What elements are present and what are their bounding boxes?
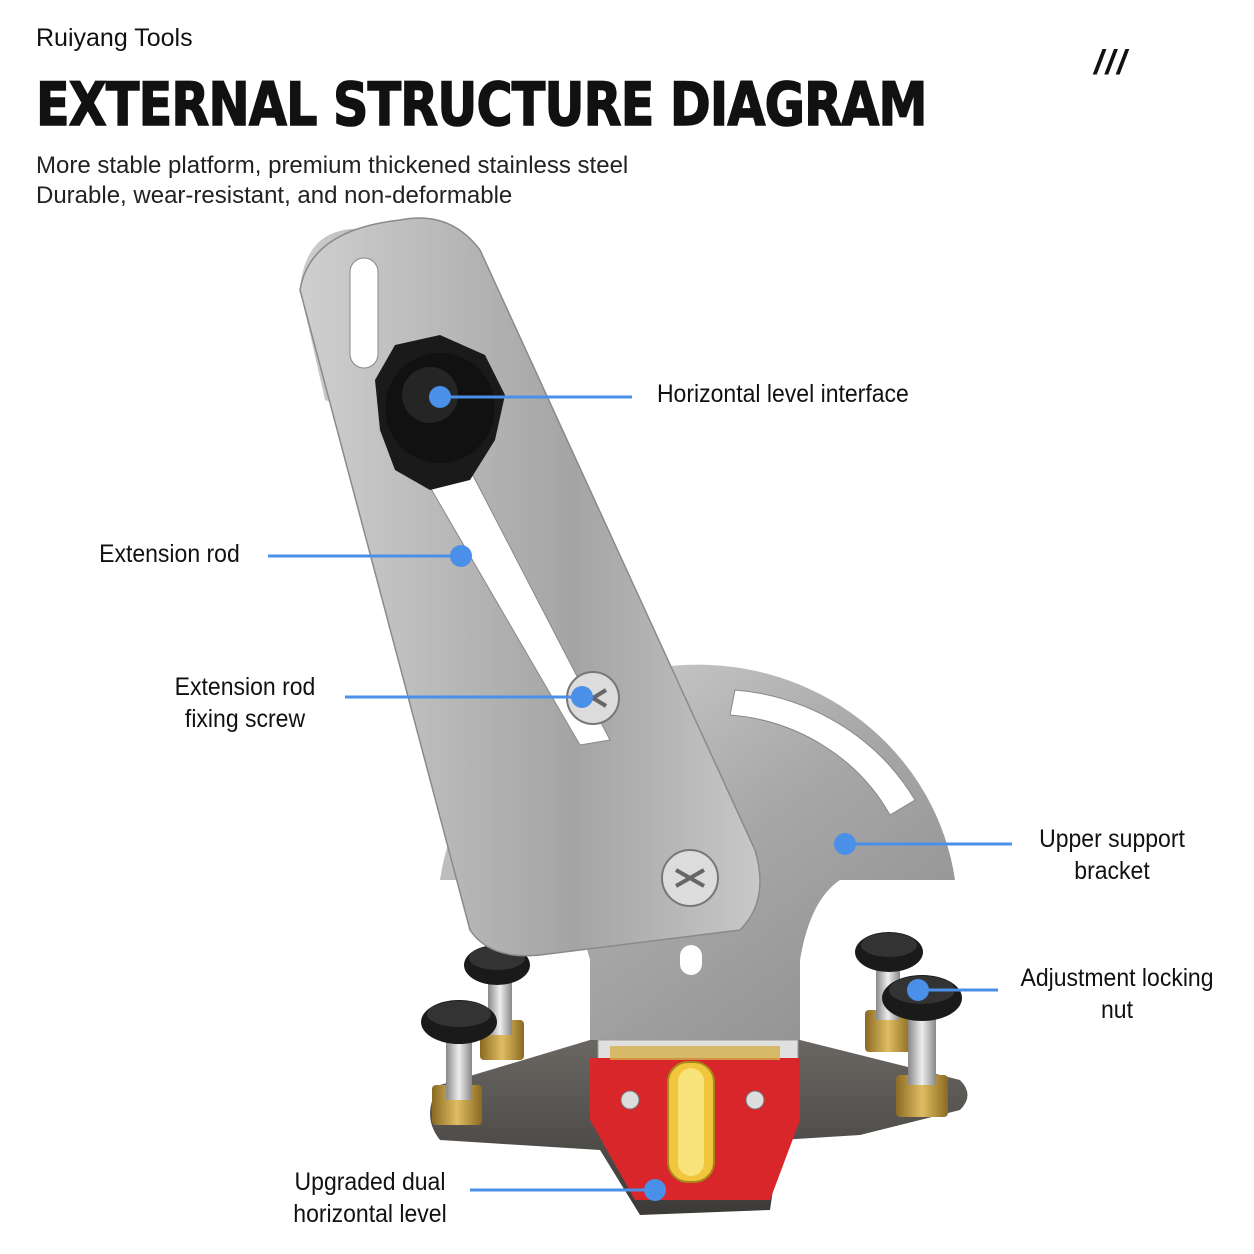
callout-dual-level [470, 1179, 666, 1201]
subtitle-line-2: Durable, wear-resistant, and non-deforma… [36, 182, 513, 209]
label-locking-nut-line2: nut [1101, 996, 1133, 1024]
extension-rod [299, 217, 761, 957]
fixing-screw-lower [661, 849, 719, 907]
label-fixing-screw-line1: Extension rod [174, 673, 316, 701]
dual-level-block [590, 1039, 800, 1200]
callout-locking-nut [907, 979, 998, 1001]
label-horizontal-level-interface: Horizontal level interface [656, 380, 909, 408]
label-upper-support-line2: bracket [1074, 857, 1150, 885]
label-extension-rod: Extension rod [99, 540, 240, 568]
label-dual-level: Upgraded dual horizontal level [278, 1166, 462, 1230]
label-upper-support: Upper support bracket [1025, 823, 1200, 887]
label-upper-support-line1: Upper support [1039, 825, 1185, 853]
callout-fixing-screw [345, 686, 593, 708]
callout-horizontal-level-interface [429, 386, 632, 408]
decorative-slashes: /// [1094, 44, 1129, 82]
adjustment-screw-right-back [855, 932, 923, 1052]
adjustment-screw-left-front [421, 1000, 497, 1125]
label-dual-level-line2: horizontal level [293, 1200, 447, 1228]
label-dual-level-line1: Upgraded dual [294, 1168, 446, 1196]
label-fixing-screw-line2: fixing screw [184, 705, 306, 733]
callout-upper-support [834, 833, 1012, 855]
callout-extension-rod [268, 545, 472, 567]
label-fixing-screw: Extension rod fixing screw [158, 671, 333, 735]
fixing-screw-upper [566, 671, 620, 725]
brand-name: Ruiyang Tools [36, 24, 193, 52]
subtitle-line-1: More stable platform, premium thickened … [36, 152, 629, 179]
label-locking-nut-line1: Adjustment locking [1020, 964, 1214, 992]
page-title: EXTERNAL STRUCTURE DIAGRAM [35, 69, 928, 141]
label-locking-nut: Adjustment locking nut [1013, 962, 1221, 1026]
